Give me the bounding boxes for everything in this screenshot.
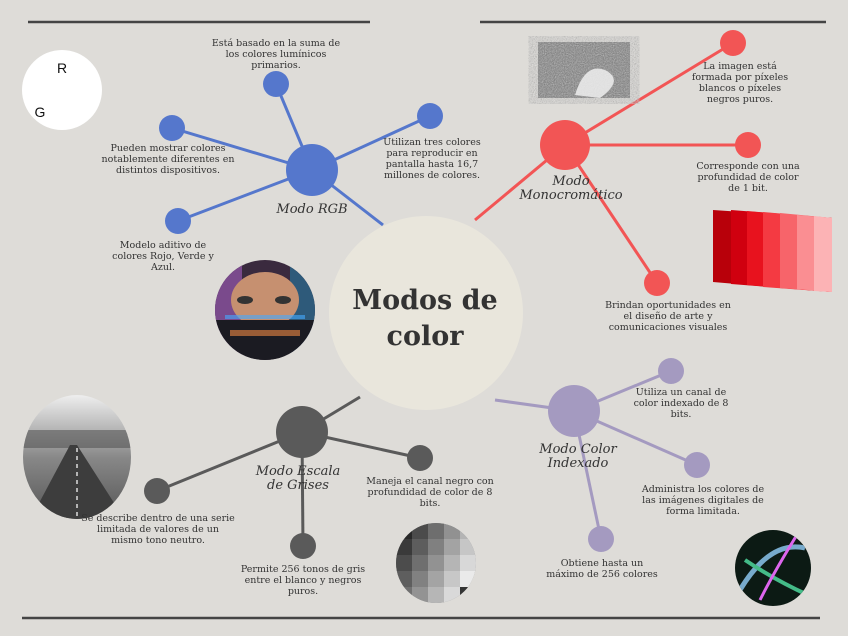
rgb-subnode-devices [159, 115, 185, 141]
center-node [329, 216, 523, 410]
checker-tile [396, 555, 412, 571]
mono-subnode-design [644, 270, 670, 296]
indexed-subnode-max [588, 526, 614, 552]
rgb-logo-b: B [81, 104, 90, 120]
center-title-line1: Modos de [352, 285, 498, 316]
indexed-note-channel: Utiliza un canal de color indexado de 8 … [633, 387, 729, 420]
checker-tile [396, 587, 412, 603]
checker-tile [460, 571, 476, 587]
center-title-line2: color [386, 321, 464, 352]
checker-tile [396, 523, 412, 539]
grey-subnode-range [144, 478, 170, 504]
road-image [23, 395, 131, 519]
rgb-subnode-three-colors [417, 103, 443, 129]
mono-subnode-depth [735, 132, 761, 158]
rgb-subnode-additive [165, 208, 191, 234]
indexed-subnode-channel [658, 358, 684, 384]
grey-branch-label: Modo Escala de Grises [255, 464, 341, 493]
checker-tile [460, 523, 476, 539]
mono-branch-label: Modo Monocromático [519, 174, 623, 203]
mono-subnode-pixels [720, 30, 746, 56]
checker-tile [428, 587, 444, 603]
checker-tile [412, 539, 428, 555]
rgb-venn-logo: R G B [22, 50, 102, 130]
mono-note-depth: Corresponde con una profundidad de color… [696, 161, 800, 194]
indexed-note-manage: Administra los colores de las imágenes d… [641, 484, 765, 517]
grey-note-tones: Permite 256 tonos de gris entre el blanc… [240, 564, 366, 597]
grey-subnode-tones [290, 533, 316, 559]
grayscale-checker-image [396, 523, 476, 603]
indexed-leaf-image [735, 530, 811, 606]
checker-tile [412, 523, 428, 539]
monochrome-image [538, 42, 630, 98]
checker-tile [460, 587, 476, 603]
rgb-branch-label: Modo RGB [276, 202, 348, 217]
indexed-branch-label: Modo Color Indexado [539, 442, 617, 471]
center-title: Modos de color [330, 283, 520, 355]
rgb-logo-g: G [35, 104, 46, 120]
mono-connectors [474, 41, 748, 284]
indexed-subnode-manage [684, 452, 710, 478]
rgb-logo-r: R [57, 60, 67, 76]
grey-main-node [276, 406, 328, 458]
checker-tile [428, 523, 444, 539]
checker-tile [428, 571, 444, 587]
checker-tile [412, 571, 428, 587]
checker-tile [396, 539, 412, 555]
mono-note-design: Brindan oportunidades en el diseño de ar… [605, 300, 731, 333]
checker-tile [444, 587, 460, 603]
checker-tile [412, 587, 428, 603]
mono-main-node [540, 120, 590, 170]
checker-tile [444, 539, 460, 555]
checker-tile [460, 539, 476, 555]
rgb-note-based: Está basado en la suma de los colores lu… [211, 38, 341, 71]
checker-tile [428, 555, 444, 571]
checker-tile [428, 539, 444, 555]
face-image [215, 260, 315, 360]
rgb-note-additive: Modelo aditivo de colores Rojo, Verde y … [112, 240, 214, 273]
rgb-main-node [286, 144, 338, 196]
grey-note-range: Se describe dentro de una serie limitada… [81, 513, 235, 546]
checker-tile [412, 555, 428, 571]
indexed-main-node [548, 385, 600, 437]
rgb-note-three-colors: Utilizan tres colores para reproducir en… [383, 137, 481, 181]
grey-note-black: Maneja el canal negro con profundidad de… [366, 476, 494, 509]
grey-subnode-black [407, 445, 433, 471]
checker-tile [444, 571, 460, 587]
rgb-note-devices: Pueden mostrar colores notablemente dife… [101, 143, 235, 176]
checker-tile [396, 571, 412, 587]
red-depth-swatch [713, 210, 832, 292]
mono-note-pixels: La imagen está formada por píxeles blanc… [691, 61, 789, 105]
checker-tile [460, 555, 476, 571]
indexed-note-max: Obtiene hasta un máximo de 256 colores [546, 558, 658, 580]
checker-tile [444, 555, 460, 571]
rgb-subnode-based [263, 71, 289, 97]
checker-tile [444, 523, 460, 539]
